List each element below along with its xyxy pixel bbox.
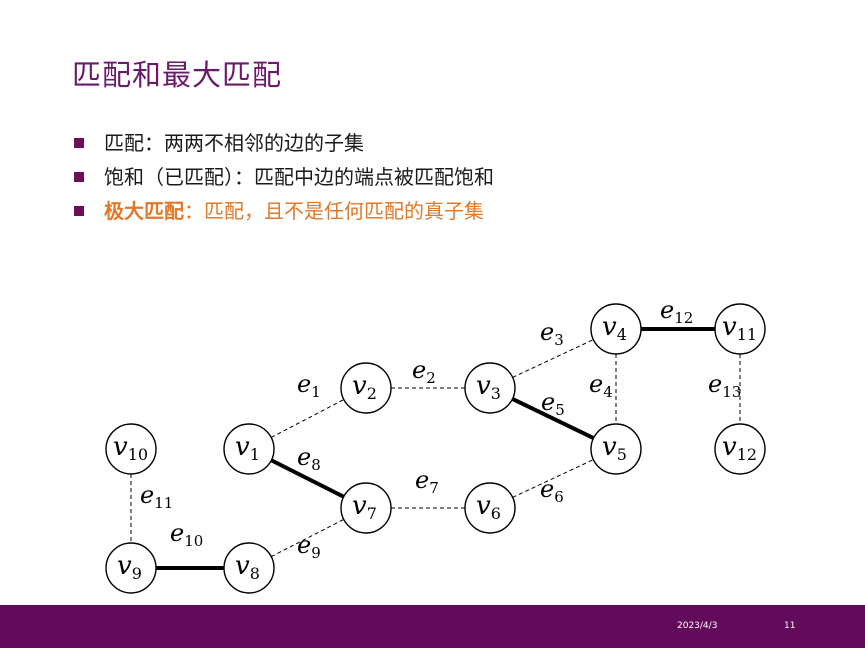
node-v5: v5 bbox=[590, 423, 642, 475]
node-v10: v10 bbox=[105, 423, 157, 475]
bullet-text: 饱和（已匹配）：匹配中边的端点被匹配饱和 bbox=[104, 165, 494, 189]
slide-title: 匹配和最大匹配 bbox=[72, 58, 283, 92]
edge-label-e9: e9 bbox=[297, 531, 321, 562]
edge-label-e5: e5 bbox=[541, 388, 565, 419]
edge-e8-matched bbox=[270, 458, 345, 499]
square-bullet-icon bbox=[74, 206, 84, 216]
node-circle bbox=[464, 362, 516, 414]
bullet-matching: 匹配：两两不相邻的边的子集 bbox=[72, 126, 494, 160]
square-bullet-icon bbox=[74, 138, 84, 148]
page-number: 11 bbox=[784, 621, 796, 631]
node-circle bbox=[340, 362, 392, 414]
footer-bar: 2023/4/3 11 bbox=[0, 605, 865, 648]
node-circle bbox=[464, 482, 516, 534]
node-label-v3: v3 bbox=[476, 371, 501, 403]
edge-label-e3: e3 bbox=[540, 318, 564, 349]
edge-label-e13: e13 bbox=[708, 370, 741, 401]
bullet-maximal-matching: 极大匹配：匹配，且不是任何匹配的真子集 bbox=[72, 194, 494, 228]
node-v12: v12 bbox=[714, 423, 766, 475]
node-circle bbox=[105, 423, 157, 475]
node-v4: v4 bbox=[590, 303, 642, 355]
edge-label-e4: e4 bbox=[589, 370, 613, 401]
node-label-v11: v11 bbox=[722, 312, 757, 344]
node-v7: v7 bbox=[340, 482, 392, 534]
bullet-term: 极大匹配 bbox=[104, 199, 184, 223]
bullet-list: 匹配：两两不相邻的边的子集 饱和（已匹配）：匹配中边的端点被匹配饱和 极大匹配：… bbox=[72, 126, 494, 228]
edge-label-e10: e10 bbox=[170, 519, 203, 550]
bullet-saturated: 饱和（已匹配）：匹配中边的端点被匹配饱和 bbox=[72, 160, 494, 194]
node-circle bbox=[223, 542, 275, 594]
node-circle bbox=[590, 423, 642, 475]
node-label-v8: v8 bbox=[235, 551, 260, 583]
bullet-text: ：匹配，且不是任何匹配的真子集 bbox=[184, 199, 484, 223]
edge-label-e8: e8 bbox=[297, 443, 321, 474]
node-circle bbox=[223, 423, 275, 475]
node-label-v1: v1 bbox=[235, 432, 260, 464]
footer-date: 2023/4/3 bbox=[677, 621, 718, 631]
node-v2: v2 bbox=[340, 362, 392, 414]
nodes-layer: v1 v2 v3 v4 v5 v6 v7 v8 v9 v10 v11 v12 bbox=[105, 303, 766, 594]
edge-e3 bbox=[512, 339, 594, 378]
node-v1: v1 bbox=[223, 423, 275, 475]
edge-label-e12: e12 bbox=[660, 296, 693, 327]
node-circle bbox=[714, 303, 766, 355]
edge-label-e7: e7 bbox=[415, 466, 439, 497]
edge-e5-matched bbox=[511, 397, 595, 440]
node-circle bbox=[340, 482, 392, 534]
node-v6: v6 bbox=[464, 482, 516, 534]
node-label-v7: v7 bbox=[352, 491, 377, 523]
node-v11: v11 bbox=[714, 303, 766, 355]
edge-labels-layer: e1 e2 e3 e4 e5 e6 e7 e8 e9 e10 e11 e12 e13 bbox=[140, 296, 741, 562]
node-circle bbox=[590, 303, 642, 355]
square-bullet-icon bbox=[74, 172, 84, 182]
edge-label-e1: e1 bbox=[297, 370, 321, 401]
node-label-v2: v2 bbox=[352, 371, 377, 403]
node-label-v12: v12 bbox=[722, 432, 757, 464]
node-circle bbox=[714, 423, 766, 475]
node-label-v4: v4 bbox=[602, 312, 627, 344]
node-label-v10: v10 bbox=[113, 432, 148, 464]
node-v3: v3 bbox=[464, 362, 516, 414]
node-v9: v9 bbox=[105, 542, 157, 594]
edge-e6 bbox=[512, 459, 594, 498]
node-label-v5: v5 bbox=[602, 432, 627, 464]
edge-e1 bbox=[270, 399, 345, 438]
edge-label-e6: e6 bbox=[540, 475, 564, 506]
node-circle bbox=[105, 542, 157, 594]
edge-label-e11: e11 bbox=[140, 481, 173, 512]
edge-label-e2: e2 bbox=[412, 356, 436, 387]
node-label-v9: v9 bbox=[117, 551, 142, 583]
node-v8: v8 bbox=[223, 542, 275, 594]
bullet-text: 匹配：两两不相邻的边的子集 bbox=[104, 131, 364, 155]
node-label-v6: v6 bbox=[476, 491, 501, 523]
edges-layer bbox=[130, 327, 741, 570]
